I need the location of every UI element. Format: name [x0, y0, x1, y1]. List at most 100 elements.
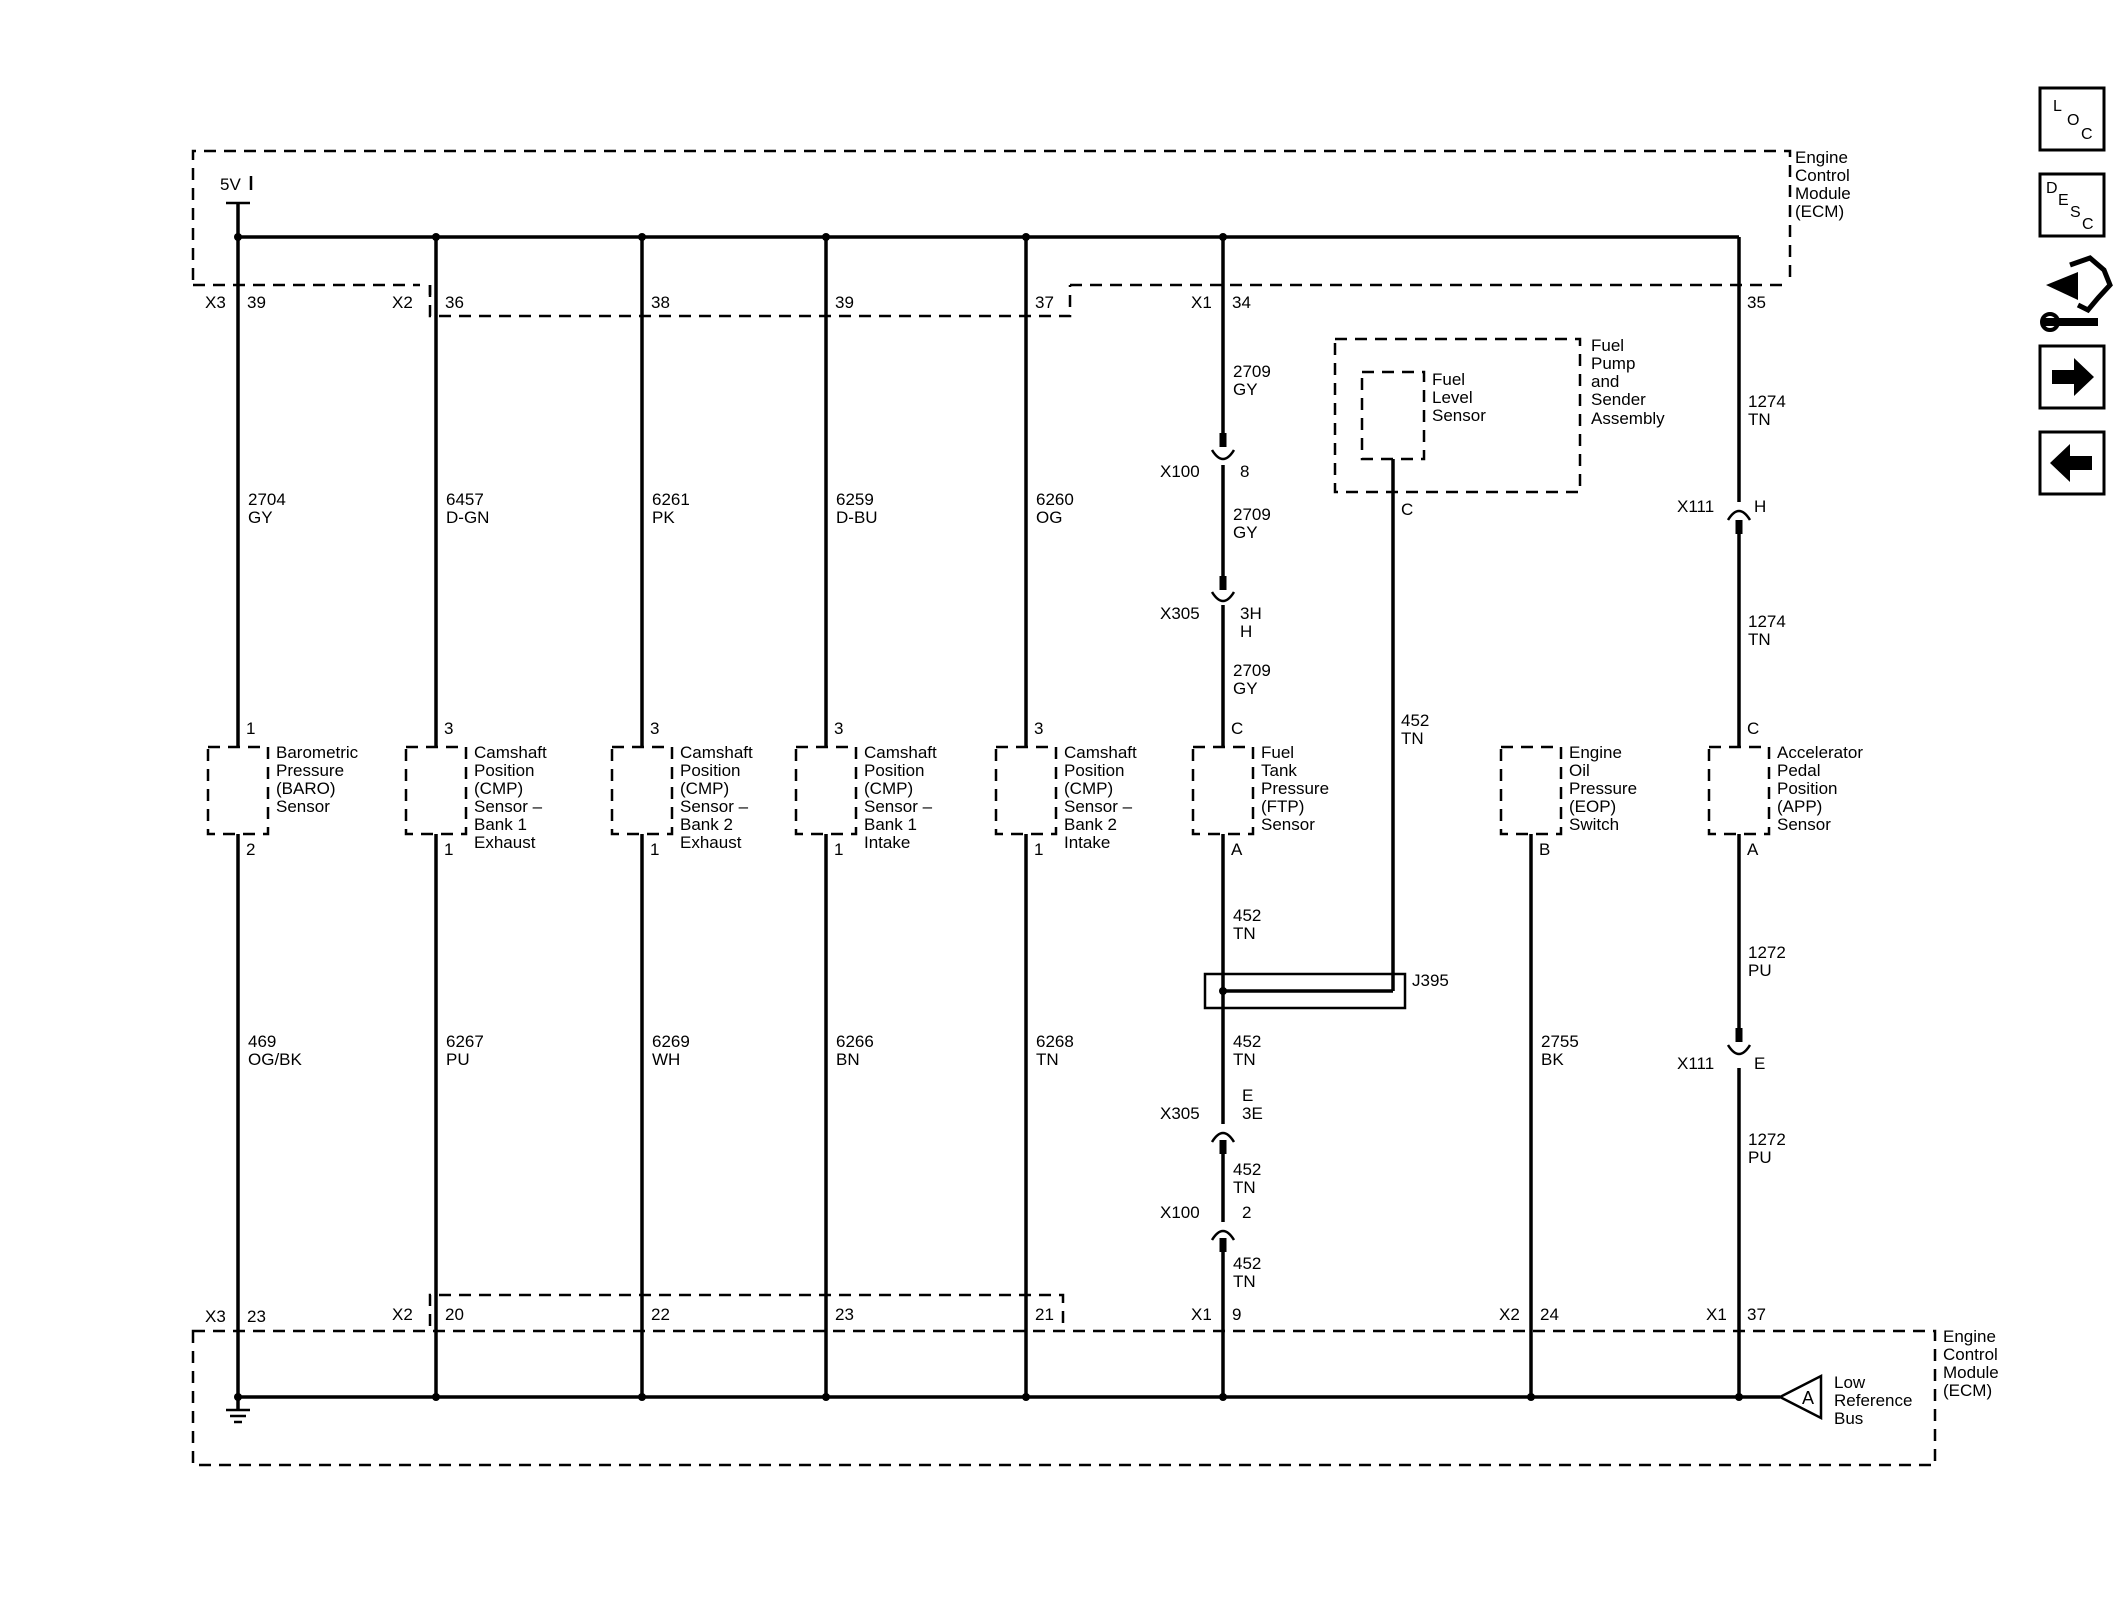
label-line: Position [680, 761, 740, 780]
label-line: Sensor [1777, 815, 1831, 834]
pin-label: 3 [834, 719, 843, 738]
label-line: Pressure [1261, 779, 1329, 798]
desc-letter: E [2058, 192, 2069, 209]
wire-number: 6269 [652, 1032, 690, 1051]
ecm-label-line: (ECM) [1795, 202, 1844, 221]
fuel-pump-label: Assembly [1591, 409, 1665, 428]
connector-id: X2 [392, 1305, 413, 1324]
wire-number: 452 [1233, 1032, 1261, 1051]
wire-number: 1272 [1748, 1130, 1786, 1149]
wire-color: D-BU [836, 508, 878, 527]
label-line: Switch [1569, 815, 1619, 834]
component-boxes [206, 745, 1771, 836]
label-line: Sensor [1261, 815, 1315, 834]
label-line: (CMP) [864, 779, 913, 798]
label-line: Position [474, 761, 534, 780]
label-line: Engine [1569, 743, 1622, 762]
fuel-pump-label: and [1591, 372, 1619, 391]
cmp-bank1-exhaust-box [404, 745, 468, 836]
pin-label: E [1754, 1054, 1765, 1073]
cmp-bank2-exhaust-label: Camshaft Position (CMP) Sensor – Bank 2 … [680, 743, 753, 852]
bottom-bus-junctions [234, 1393, 1743, 1401]
wire-number: 1272 [1748, 943, 1786, 962]
wire-number: 452 [1401, 711, 1429, 730]
wire-color: TN [1748, 410, 1771, 429]
app-sensor-label: Accelerator Pedal Position (APP) Sensor [1777, 743, 1863, 834]
wire-color: WH [652, 1050, 680, 1069]
label-line: Accelerator [1777, 743, 1863, 762]
desc-button[interactable]: D E S C [2038, 172, 2106, 238]
wire-number: 6260 [1036, 490, 1074, 509]
wire-color: GY [248, 508, 273, 527]
connector-wrench-icon[interactable] [2040, 255, 2113, 332]
pin-label: 36 [445, 293, 464, 312]
pin-label: C [1231, 719, 1243, 738]
ftp-sensor-box [1191, 745, 1255, 836]
wire-color: PU [1748, 1148, 1772, 1167]
label-line: Camshaft [474, 743, 547, 762]
pin-label: 1 [1034, 840, 1043, 859]
wire-number: 452 [1233, 1254, 1261, 1273]
label-line: Sensor – [680, 797, 749, 816]
loc-button[interactable]: L O C [2038, 86, 2106, 152]
upper-wire-labels: 2704 GY 6457 D-GN 6261 PK 6259 D-BU 6260… [248, 362, 1786, 748]
wire-color: TN [1233, 1050, 1256, 1069]
wire-color: TN [1748, 630, 1771, 649]
connector-id: X3 [205, 1307, 226, 1326]
wire-color: TN [1233, 924, 1256, 943]
cmp-bank2-intake-label: Camshaft Position (CMP) Sensor – Bank 2 … [1064, 743, 1137, 852]
low-reference-bus: A Low Reference Bus [1777, 1373, 1912, 1428]
wire-color: PK [652, 508, 675, 527]
label-line: Pressure [1569, 779, 1637, 798]
ecm-bottom-label: Engine Control Module (ECM) [1943, 1327, 1999, 1400]
inline-connector-x111-top [1726, 509, 1752, 534]
arrow-left-icon [2050, 444, 2092, 482]
inline-connector-x305-top [1210, 576, 1236, 603]
next-page-button[interactable] [2038, 344, 2106, 410]
wire-color: OG [1036, 508, 1062, 527]
wire-color: PU [446, 1050, 470, 1069]
arrow-right-icon [2052, 358, 2094, 396]
lower-wires [236, 834, 1741, 1397]
fuel-pump-label: Sender [1591, 390, 1646, 409]
inline-connector-labels-bottom: E 3E X305 X100 2 X111 E [1160, 1054, 1765, 1222]
bottom-connector-labels: X3 23 X2 20 22 23 21 X1 9 X2 24 X1 37 [205, 1305, 1766, 1326]
connector-id: X100 [1160, 462, 1200, 481]
label-line: (CMP) [680, 779, 729, 798]
wire-color: PU [1748, 961, 1772, 980]
label-line: Sensor – [864, 797, 933, 816]
wire-color: GY [1233, 380, 1258, 399]
connector-id: X111 [1677, 1054, 1714, 1073]
wire-color: D-GN [446, 508, 489, 527]
ecm-top-box [191, 149, 1792, 318]
label-line: (BARO) [276, 779, 336, 798]
label-line: Sensor – [474, 797, 543, 816]
wire-number: 6259 [836, 490, 874, 509]
label-line: Bank 2 [1064, 815, 1117, 834]
label-line: Bank 1 [474, 815, 527, 834]
wire-number: 2704 [248, 490, 286, 509]
ecm-label-line: Control [1795, 166, 1850, 185]
pin-label: 23 [247, 1307, 266, 1326]
pin-label: 23 [835, 1305, 854, 1324]
pin-label: 3E [1242, 1104, 1263, 1123]
fuel-level-label: Fuel [1432, 370, 1465, 389]
connector-id: X1 [1191, 293, 1212, 312]
label-line: Exhaust [474, 833, 536, 852]
connector-id: X100 [1160, 1203, 1200, 1222]
pin-label: 37 [1747, 1305, 1766, 1324]
wire-color: TN [1233, 1178, 1256, 1197]
label-line: Position [864, 761, 924, 780]
loc-letter: C [2081, 126, 2093, 143]
ecm-top-label: Engine Control Module (ECM) [1795, 148, 1851, 221]
pin-label: 3 [444, 719, 453, 738]
loc-letter: O [2067, 112, 2079, 129]
upper-wires [236, 237, 1741, 747]
wire-number: 452 [1233, 906, 1261, 925]
previous-page-button[interactable] [2038, 430, 2106, 496]
supply-label: 5V [220, 175, 241, 194]
connector-id: X1 [1191, 1305, 1212, 1324]
eop-switch-box [1499, 745, 1563, 836]
pin-label: 9 [1232, 1305, 1241, 1324]
pin-label: H [1754, 497, 1766, 516]
